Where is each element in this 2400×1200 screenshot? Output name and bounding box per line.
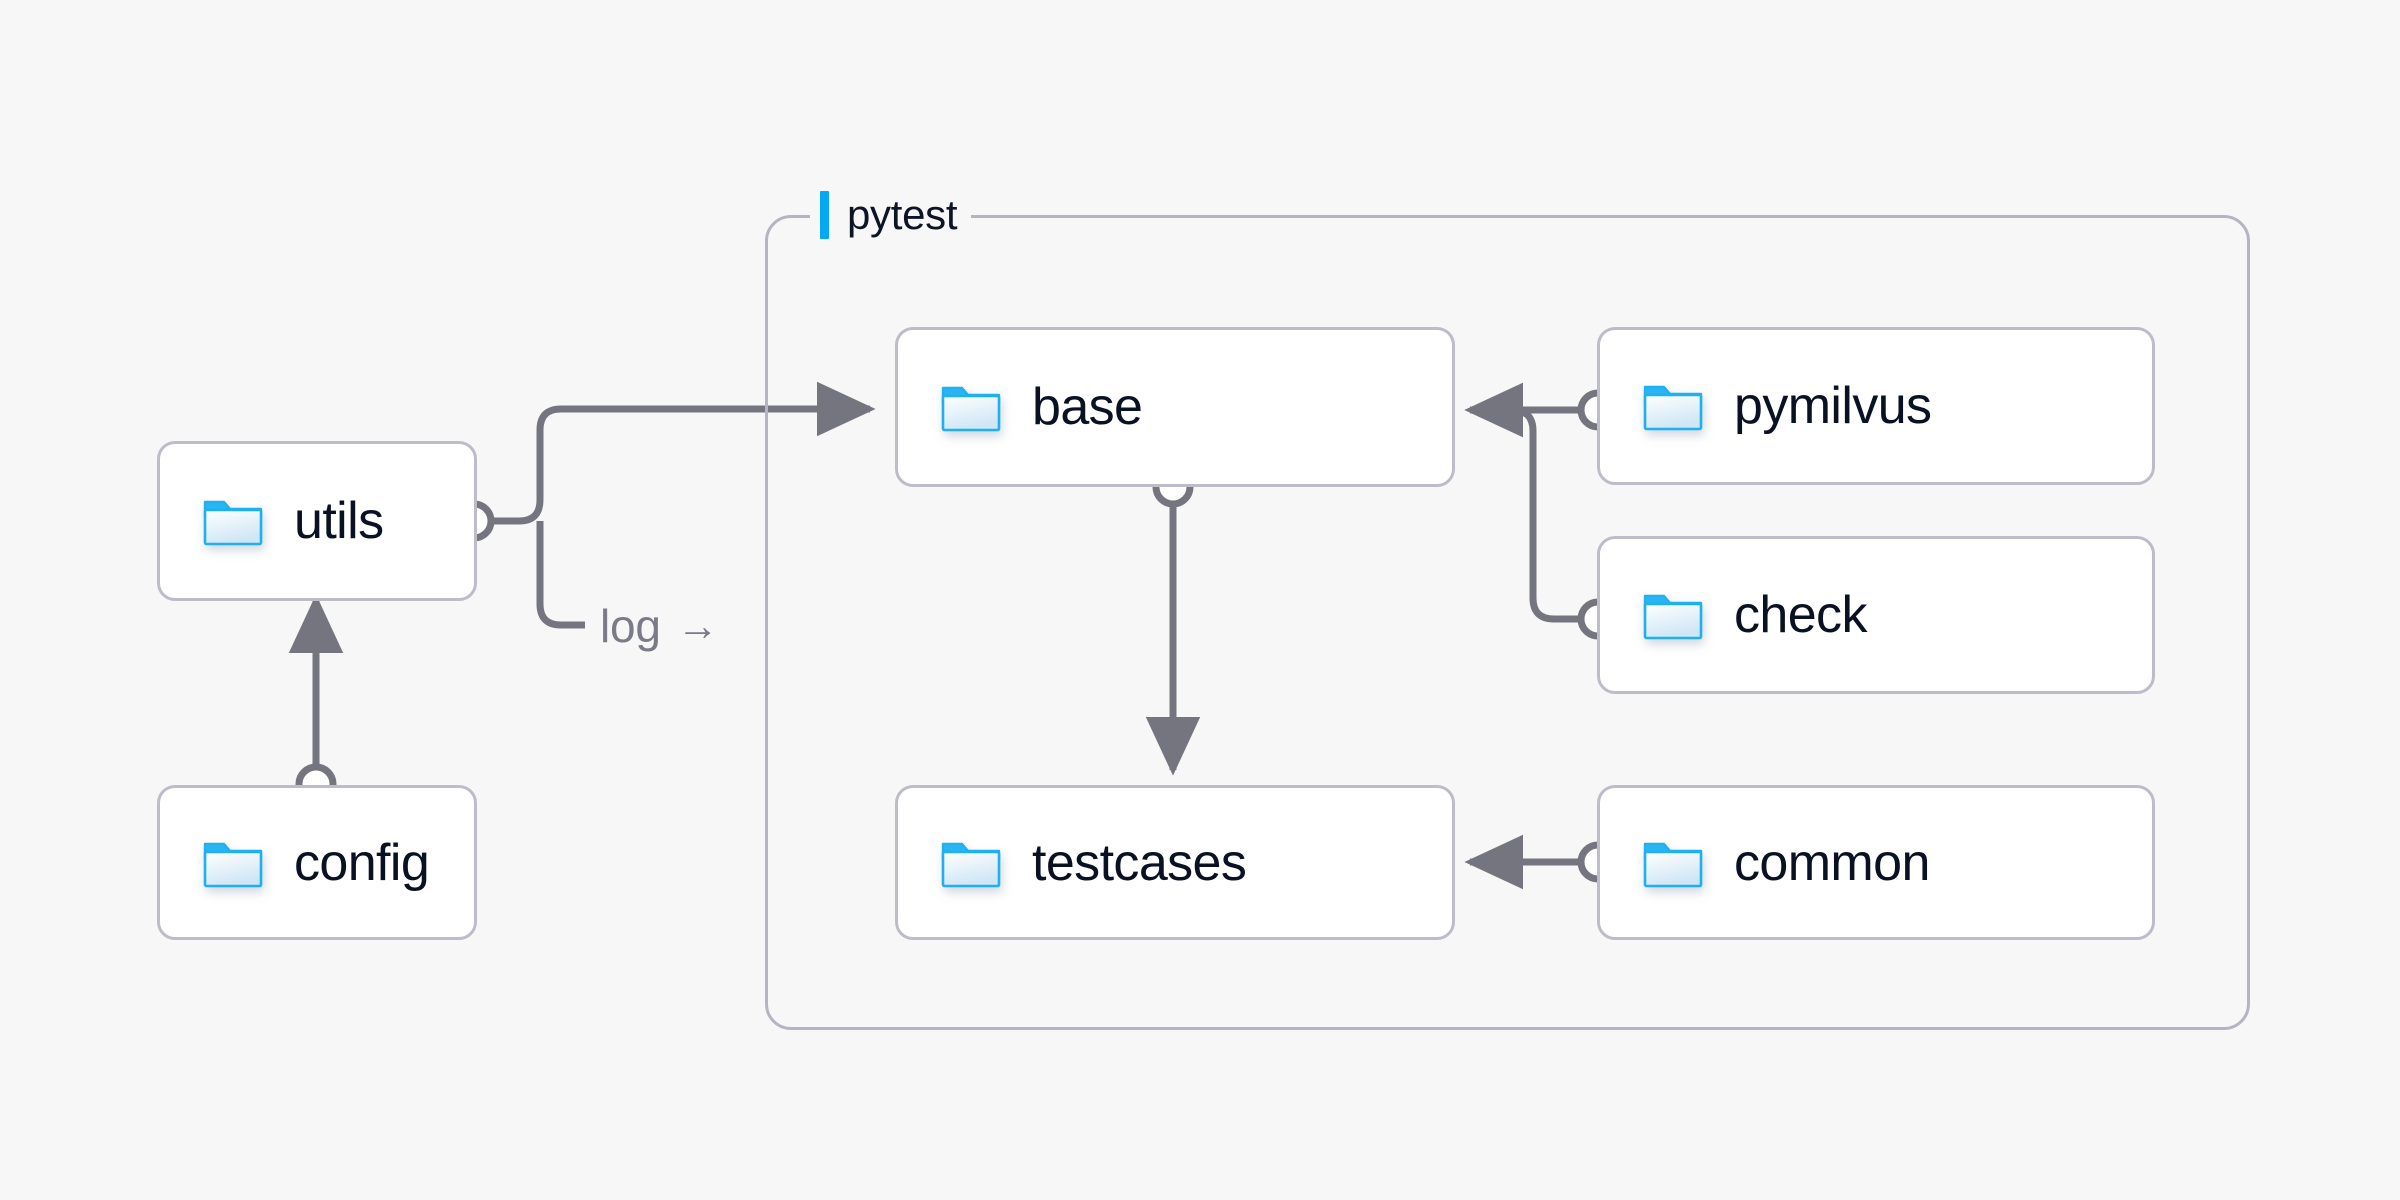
node-common[interactable]: common [1597,785,2155,940]
edge-label-log: log → [600,603,719,649]
group-label-pytest: pytest [810,188,972,242]
folder-icon [941,842,1001,887]
node-label: check [1734,586,1867,644]
group-title: pytest [847,191,958,238]
arrow-right-icon: → [676,602,719,649]
node-pymilvus[interactable]: pymilvus [1597,327,2155,485]
folder-icon [1643,594,1703,640]
node-label: base [1032,378,1143,436]
folder-icon [203,500,263,546]
edge-config-to-utils [288,594,344,805]
node-testcases[interactable]: testcases [895,785,1455,940]
edge-label-log-text: log [600,600,661,652]
node-config[interactable]: config [157,785,477,940]
folder-icon [941,386,1001,432]
node-label: utils [294,492,384,550]
accent-bar-icon [820,191,829,239]
group-container-pytest[interactable] [765,215,2250,1030]
node-base[interactable]: base [895,327,1455,487]
folder-icon [1643,842,1703,887]
folder-icon [1643,385,1703,431]
node-label: pymilvus [1734,377,1932,435]
node-label: config [294,833,430,892]
node-check[interactable]: check [1597,536,2155,694]
folder-icon [203,842,263,887]
node-label: common [1734,833,1930,892]
node-utils[interactable]: utils [157,441,477,601]
edge-utils-to-log [536,521,585,629]
node-label: testcases [1032,833,1247,892]
